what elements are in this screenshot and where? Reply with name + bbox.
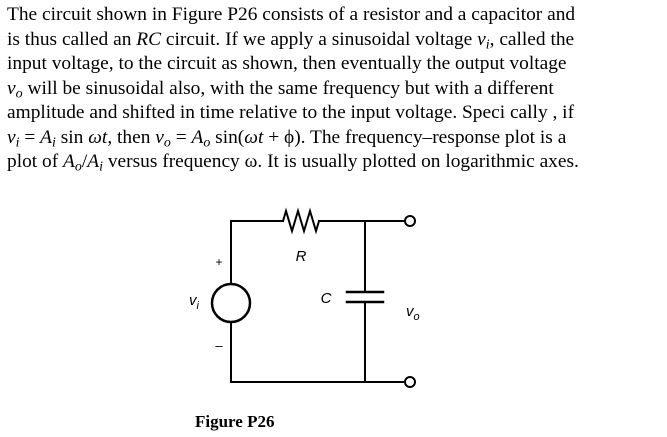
text-line-2: is thus called an RC circuit. If we appl… xyxy=(7,28,663,53)
text-line-7: plot of Ao/Ai versus frequency ω. It is … xyxy=(7,150,663,175)
output-voltage-label: vo xyxy=(406,303,420,323)
output-terminal-bottom xyxy=(404,376,416,388)
amplitude-symbol: A xyxy=(40,126,52,148)
resistor-label: R xyxy=(296,248,307,265)
capacitor-label: C xyxy=(321,290,332,307)
text-line-1: The circuit shown in Figure P26 consists… xyxy=(7,4,576,25)
vo-subscript: o xyxy=(163,134,171,150)
output-voltage-subscript: o xyxy=(414,311,420,323)
vi-symbol: v xyxy=(477,28,486,50)
figure-caption: Figure P26 xyxy=(195,412,275,431)
omega-t-term: ωt xyxy=(88,126,108,148)
vo-symbol: v xyxy=(7,77,16,99)
vi-subscript: i xyxy=(485,36,490,52)
amplitude-symbol: A xyxy=(191,126,204,148)
text-segment: is thus called an xyxy=(7,28,137,50)
text-line-6: vi = Ai sin ωt, then vo = Ao sin(ωt + ϕ)… xyxy=(7,126,663,151)
equals-sign: = xyxy=(19,126,41,148)
vo-subscript: o xyxy=(15,85,23,101)
text-line-4: vo will be sinusoidal also, with the sam… xyxy=(7,77,663,102)
ratio-slash: / xyxy=(81,151,88,172)
vi-subscript: i xyxy=(15,134,20,150)
text-segment: circuit. If we apply a sinusoidal voltag… xyxy=(161,28,478,50)
text-segment: versus frequency ω. It is usually plotte… xyxy=(103,151,579,172)
text-segment: , then xyxy=(107,126,156,148)
amplitude-subscript: o xyxy=(74,159,82,175)
output-voltage-symbol: v xyxy=(406,303,415,320)
amplitude-symbol: A xyxy=(87,151,100,172)
input-voltage-subscript: i xyxy=(197,300,200,312)
vi-symbol: v xyxy=(7,126,16,148)
problem-text: The circuit shown in Figure P26 consists… xyxy=(7,3,663,175)
rc-term: RC xyxy=(136,28,162,50)
plus-sign: + xyxy=(215,255,222,269)
voltage-source xyxy=(210,282,252,324)
output-terminal-top xyxy=(404,215,416,227)
text-line-3: input voltage, to the circuit as shown, … xyxy=(7,53,567,74)
text-segment: plot of xyxy=(7,151,64,172)
sin-function: sin( xyxy=(210,126,245,148)
input-voltage-symbol: v xyxy=(189,292,198,309)
amplitude-subscript: i xyxy=(99,159,103,175)
text-segment: , called the xyxy=(489,28,575,50)
amplitude-subscript: i xyxy=(52,134,56,150)
omega-t-term: ωt xyxy=(244,126,264,148)
text-line-5: amplitude and shifted in time relative t… xyxy=(7,102,575,123)
minus-sign: – xyxy=(215,338,223,353)
text-segment: will be sinusoidal also, with the same f… xyxy=(22,77,554,99)
resistor xyxy=(281,207,321,235)
text-segment: + ϕ). The frequency–response plot is a xyxy=(263,126,567,148)
equals-sign: = xyxy=(170,126,192,148)
sin-function: sin xyxy=(55,126,89,148)
input-voltage-label: vi xyxy=(189,292,200,312)
vo-symbol: v xyxy=(155,126,164,148)
amplitude-subscript: o xyxy=(203,134,211,150)
amplitude-symbol: A xyxy=(63,151,75,172)
